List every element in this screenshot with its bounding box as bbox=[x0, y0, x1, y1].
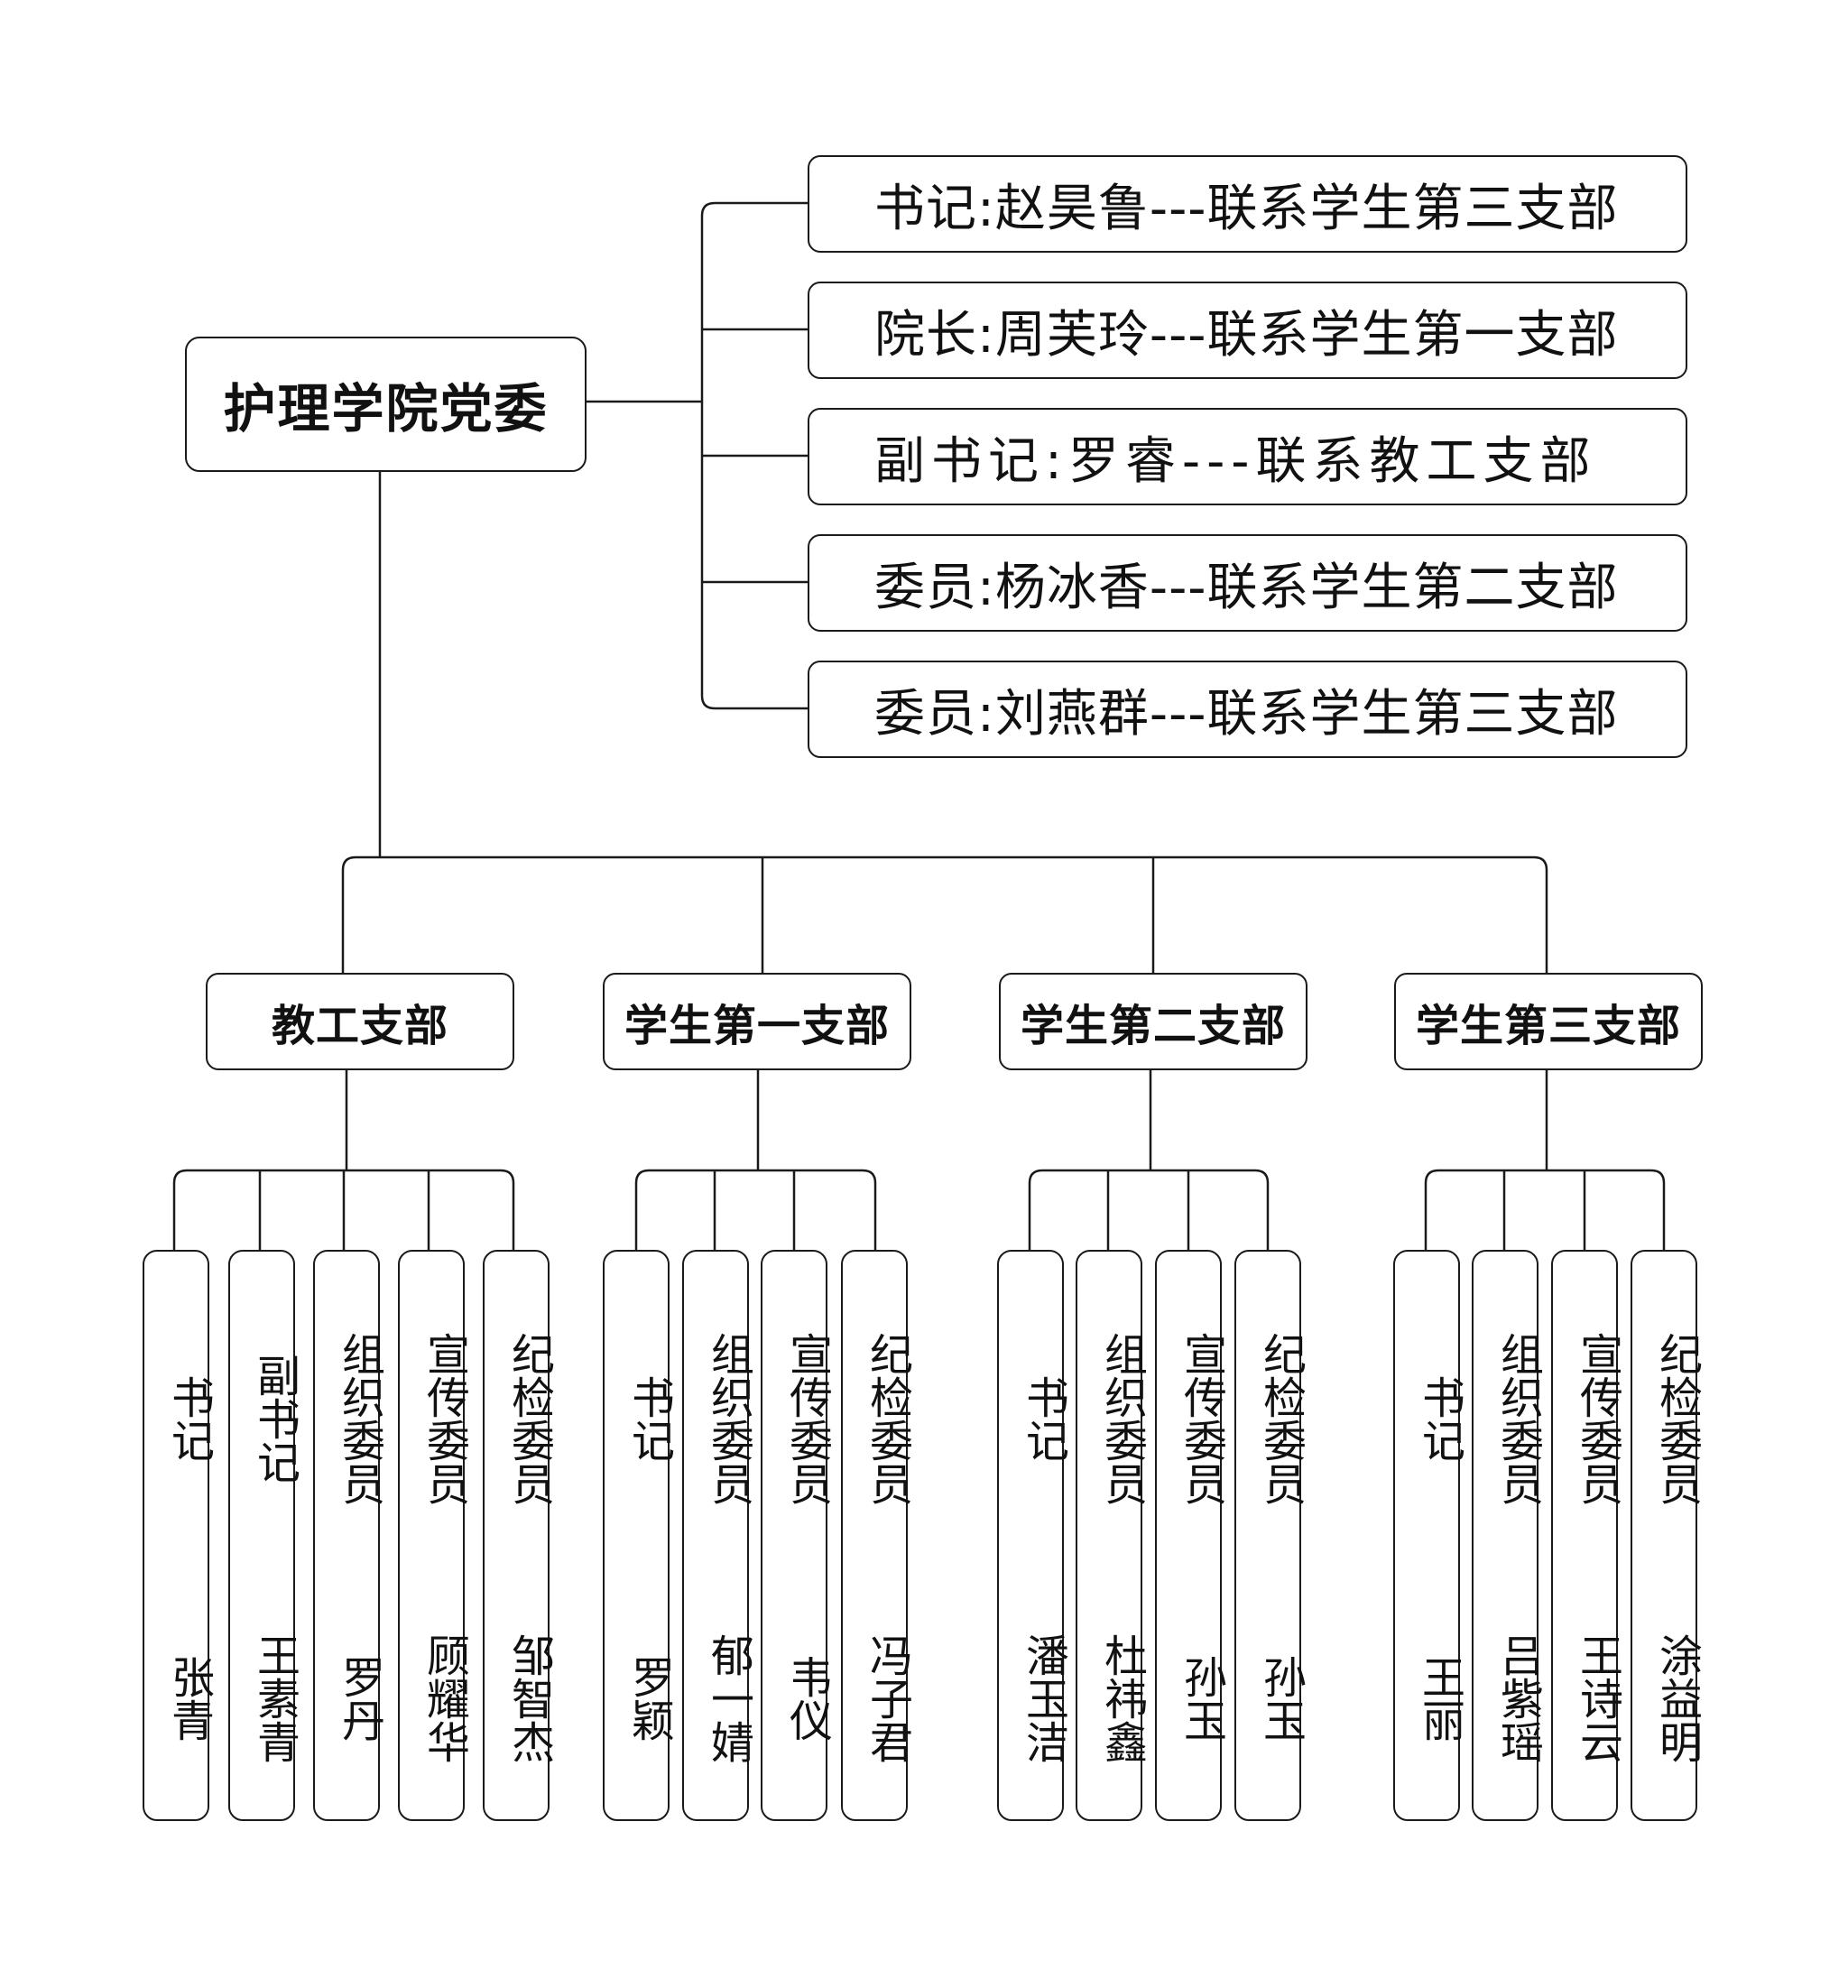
branch-student-3: 学生第三支部 bbox=[1394, 973, 1703, 1070]
committee-member-liu: 委员:刘燕群---联系学生第三支部 bbox=[808, 661, 1687, 758]
committee-member-label: 委员:杨冰香---联系学生第二支部 bbox=[874, 558, 1619, 617]
role-title: 书记 bbox=[624, 1375, 674, 1462]
role-card: 宣传委员 顾耀华 bbox=[398, 1250, 469, 1821]
branch-label: 学生第一支部 bbox=[624, 1001, 890, 1051]
role-card: 组织委员 郁一婧 bbox=[682, 1250, 753, 1821]
role-title: 副书记 bbox=[249, 1354, 300, 1484]
role-title: 书记 bbox=[1018, 1375, 1068, 1462]
role-person-name: 顾耀华 bbox=[419, 1633, 469, 1763]
role-title: 组织委员 bbox=[1096, 1332, 1147, 1505]
branch-student-1: 学生第一支部 bbox=[603, 973, 911, 1070]
branch-label: 学生第二支部 bbox=[1020, 1001, 1286, 1051]
role-card: 纪检委员 邹智杰 bbox=[483, 1250, 554, 1821]
committee-member-deputy-secretary: 副书记:罗睿---联系教工支部 bbox=[808, 408, 1687, 505]
role-person-name: 潘玉洁 bbox=[1018, 1633, 1068, 1763]
branch-faculty: 教工支部 bbox=[206, 973, 514, 1070]
role-title: 纪检委员 bbox=[1651, 1332, 1702, 1505]
role-title: 组织委员 bbox=[1492, 1332, 1543, 1505]
role-person-name: 杜祎鑫 bbox=[1096, 1633, 1147, 1763]
root-label: 护理学院党委 bbox=[223, 378, 549, 439]
role-title: 宣传委员 bbox=[781, 1332, 832, 1505]
role-card: 纪检委员 孙玉 bbox=[1234, 1250, 1306, 1821]
role-card: 宣传委员 韦仪 bbox=[761, 1250, 832, 1821]
committee-member-label: 院长:周芙玲---联系学生第一支部 bbox=[874, 305, 1619, 365]
role-person-name: 冯子君 bbox=[862, 1633, 912, 1763]
role-title: 宣传委员 bbox=[1176, 1332, 1226, 1505]
role-card: 组织委员 吕紫瑶 bbox=[1472, 1250, 1543, 1821]
committee-member-dean: 院长:周芙玲---联系学生第一支部 bbox=[808, 282, 1687, 379]
committee-member-yang: 委员:杨冰香---联系学生第二支部 bbox=[808, 534, 1687, 632]
role-title: 书记 bbox=[163, 1375, 214, 1462]
role-card: 书记 张青 bbox=[143, 1250, 214, 1821]
role-card: 纪检委员 冯子君 bbox=[841, 1250, 912, 1821]
role-card: 书记 潘玉洁 bbox=[997, 1250, 1068, 1821]
role-card: 纪检委员 涂益明 bbox=[1631, 1250, 1702, 1821]
role-title: 宣传委员 bbox=[1572, 1332, 1622, 1505]
committee-member-label: 副书记:罗睿---联系教工支部 bbox=[874, 431, 1597, 491]
role-person-name: 郁一婧 bbox=[703, 1633, 753, 1763]
role-person-name: 韦仪 bbox=[781, 1655, 832, 1742]
role-person-name: 罗颖 bbox=[624, 1655, 674, 1742]
role-title: 纪检委员 bbox=[862, 1332, 912, 1505]
role-title: 组织委员 bbox=[703, 1332, 753, 1505]
role-person-name: 罗丹 bbox=[334, 1655, 384, 1742]
committee-member-secretary: 书记:赵昊鲁---联系学生第三支部 bbox=[808, 155, 1687, 253]
role-person-name: 王诗云 bbox=[1572, 1633, 1622, 1763]
committee-member-label: 书记:赵昊鲁---联系学生第三支部 bbox=[874, 179, 1619, 238]
role-card: 组织委员 罗丹 bbox=[313, 1250, 384, 1821]
role-person-name: 王素青 bbox=[249, 1633, 300, 1763]
role-person-name: 张青 bbox=[163, 1655, 214, 1742]
role-title: 组织委员 bbox=[334, 1332, 384, 1505]
role-person-name: 王丽 bbox=[1414, 1655, 1465, 1742]
role-card: 宣传委员 王诗云 bbox=[1551, 1250, 1622, 1821]
committee-member-label: 委员:刘燕群---联系学生第三支部 bbox=[874, 684, 1619, 744]
branch-student-2: 学生第二支部 bbox=[999, 973, 1307, 1070]
role-title: 书记 bbox=[1414, 1375, 1465, 1462]
role-person-name: 孙玉 bbox=[1176, 1655, 1226, 1742]
role-card: 组织委员 杜祎鑫 bbox=[1076, 1250, 1147, 1821]
role-person-name: 邹智杰 bbox=[504, 1633, 554, 1763]
branch-label: 教工支部 bbox=[271, 1001, 448, 1051]
role-title: 纪检委员 bbox=[1255, 1332, 1306, 1505]
role-title: 纪检委员 bbox=[504, 1332, 554, 1505]
branch-label: 学生第三支部 bbox=[1415, 1001, 1681, 1051]
role-card: 宣传委员 孙玉 bbox=[1155, 1250, 1226, 1821]
role-card: 书记 罗颖 bbox=[603, 1250, 674, 1821]
root-node-party-committee: 护理学院党委 bbox=[185, 337, 587, 472]
role-card: 书记 王丽 bbox=[1393, 1250, 1465, 1821]
role-title: 宣传委员 bbox=[419, 1332, 469, 1505]
role-person-name: 涂益明 bbox=[1651, 1633, 1702, 1763]
role-person-name: 吕紫瑶 bbox=[1492, 1633, 1543, 1763]
role-card: 副书记 王素青 bbox=[228, 1250, 300, 1821]
role-person-name: 孙玉 bbox=[1255, 1655, 1306, 1742]
